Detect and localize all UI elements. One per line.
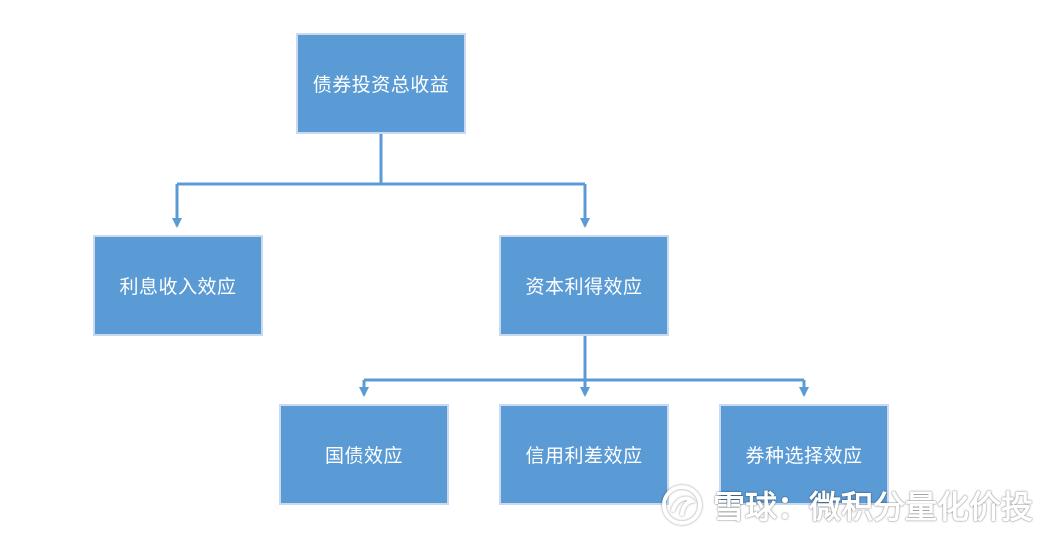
node-label: 利息收入效应 (119, 276, 237, 298)
node-label: 信用利差效应 (525, 445, 643, 467)
node-treasury-effect: 国债效应 (279, 404, 449, 505)
node-label: 券种选择效应 (745, 445, 863, 467)
node-capital-gain: 资本利得效应 (499, 235, 669, 336)
node-label: 资本利得效应 (525, 276, 643, 298)
connector-root-split (177, 134, 585, 186)
node-label: 国债效应 (324, 445, 403, 467)
node-label: 债券投资总收益 (312, 74, 450, 96)
node-credit-spread-effect: 信用利差效应 (499, 404, 669, 505)
node-interest-income: 利息收入效应 (93, 235, 263, 336)
watermark: 雪球：微积分量化价投 (661, 482, 1033, 528)
node-total-return: 债券投资总收益 (296, 33, 466, 134)
watermark-text: 雪球：微积分量化价投 (712, 488, 1033, 526)
connector-capital-split (364, 336, 804, 382)
node-bond-selection-effect: 券种选择效应 (719, 404, 889, 505)
snowball-logo-icon (661, 485, 702, 525)
